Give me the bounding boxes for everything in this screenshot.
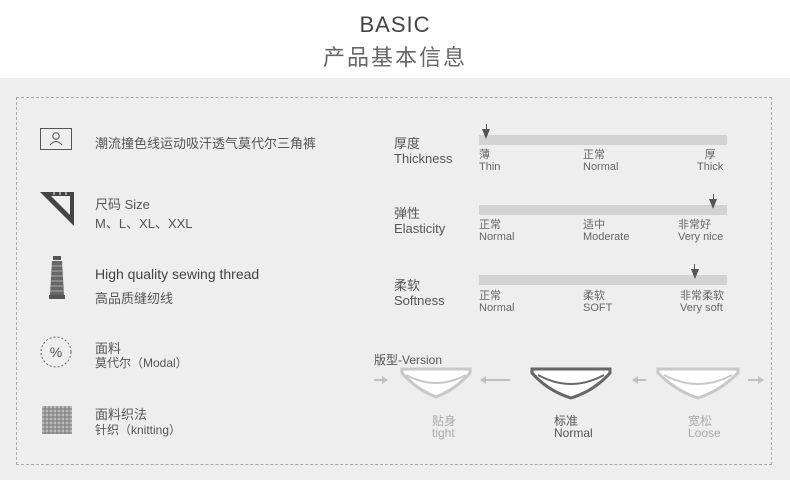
size-label: 尺码 Size [95,197,150,212]
thread-label-en: High quality sewing thread [95,266,260,282]
softness-marker [690,269,699,279]
info-panel: 潮流撞色线运动吸汗透气莫代尔三角裤 尺码 Size M、L、XL、XXL Hig… [0,78,790,480]
thickness-marker [482,129,490,139]
elasticity-label-en: Elasticity [394,221,446,236]
thickness-label-cn: 厚度 [394,136,421,151]
tight-brief-icon [370,363,520,403]
loose-label-en: Loose [688,426,721,440]
normal-label-cn: 标准 [554,414,579,428]
thickness-label-en: Thickness [394,151,453,166]
person-icon [40,128,72,150]
weave-label: 面料织法 [95,407,148,422]
tight-label-cn: 贴身 [432,414,457,428]
percent-icon: % [40,336,72,368]
ruler-icon [40,192,74,226]
svg-text:%: % [50,344,62,360]
header: BASIC 产品基本信息 [0,0,790,78]
elasticity-marker [709,199,717,209]
normal-brief-icon [526,363,616,403]
elasticity-marker-stem [712,194,714,200]
header-subtitle: 产品基本信息 [322,45,467,70]
fabric-value: 莫代尔（Modal） [95,356,188,370]
thread-spool-icon [48,256,66,300]
dashed-frame [16,97,772,465]
loose-brief-icon [630,363,766,403]
softness-marker-stem [694,264,696,270]
normal-label-en: Normal [554,426,593,440]
thread-label-cn: 高品质缝纫线 [95,291,174,306]
fabric-label: 面料 [95,341,122,356]
feature-1-text: 潮流撞色线运动吸汗透气莫代尔三角裤 [95,136,317,151]
weave-value: 针织（knitting） [95,423,182,437]
softness-label-cn: 柔软 [394,278,421,293]
elasticity-label-cn: 弹性 [394,206,421,221]
thickness-bar [479,135,727,145]
softness-bar [479,275,727,285]
version-title: 版型-Version [374,353,443,367]
softness-label-en: Softness [394,293,445,308]
header-title: BASIC [359,12,431,37]
thickness-marker-stem [485,124,487,130]
size-values: M、L、XL、XXL [95,216,193,231]
loose-label-cn: 宽松 [688,414,713,428]
tight-label-en: tight [432,426,455,440]
knit-grid-icon [42,406,72,434]
elasticity-bar [479,205,727,215]
